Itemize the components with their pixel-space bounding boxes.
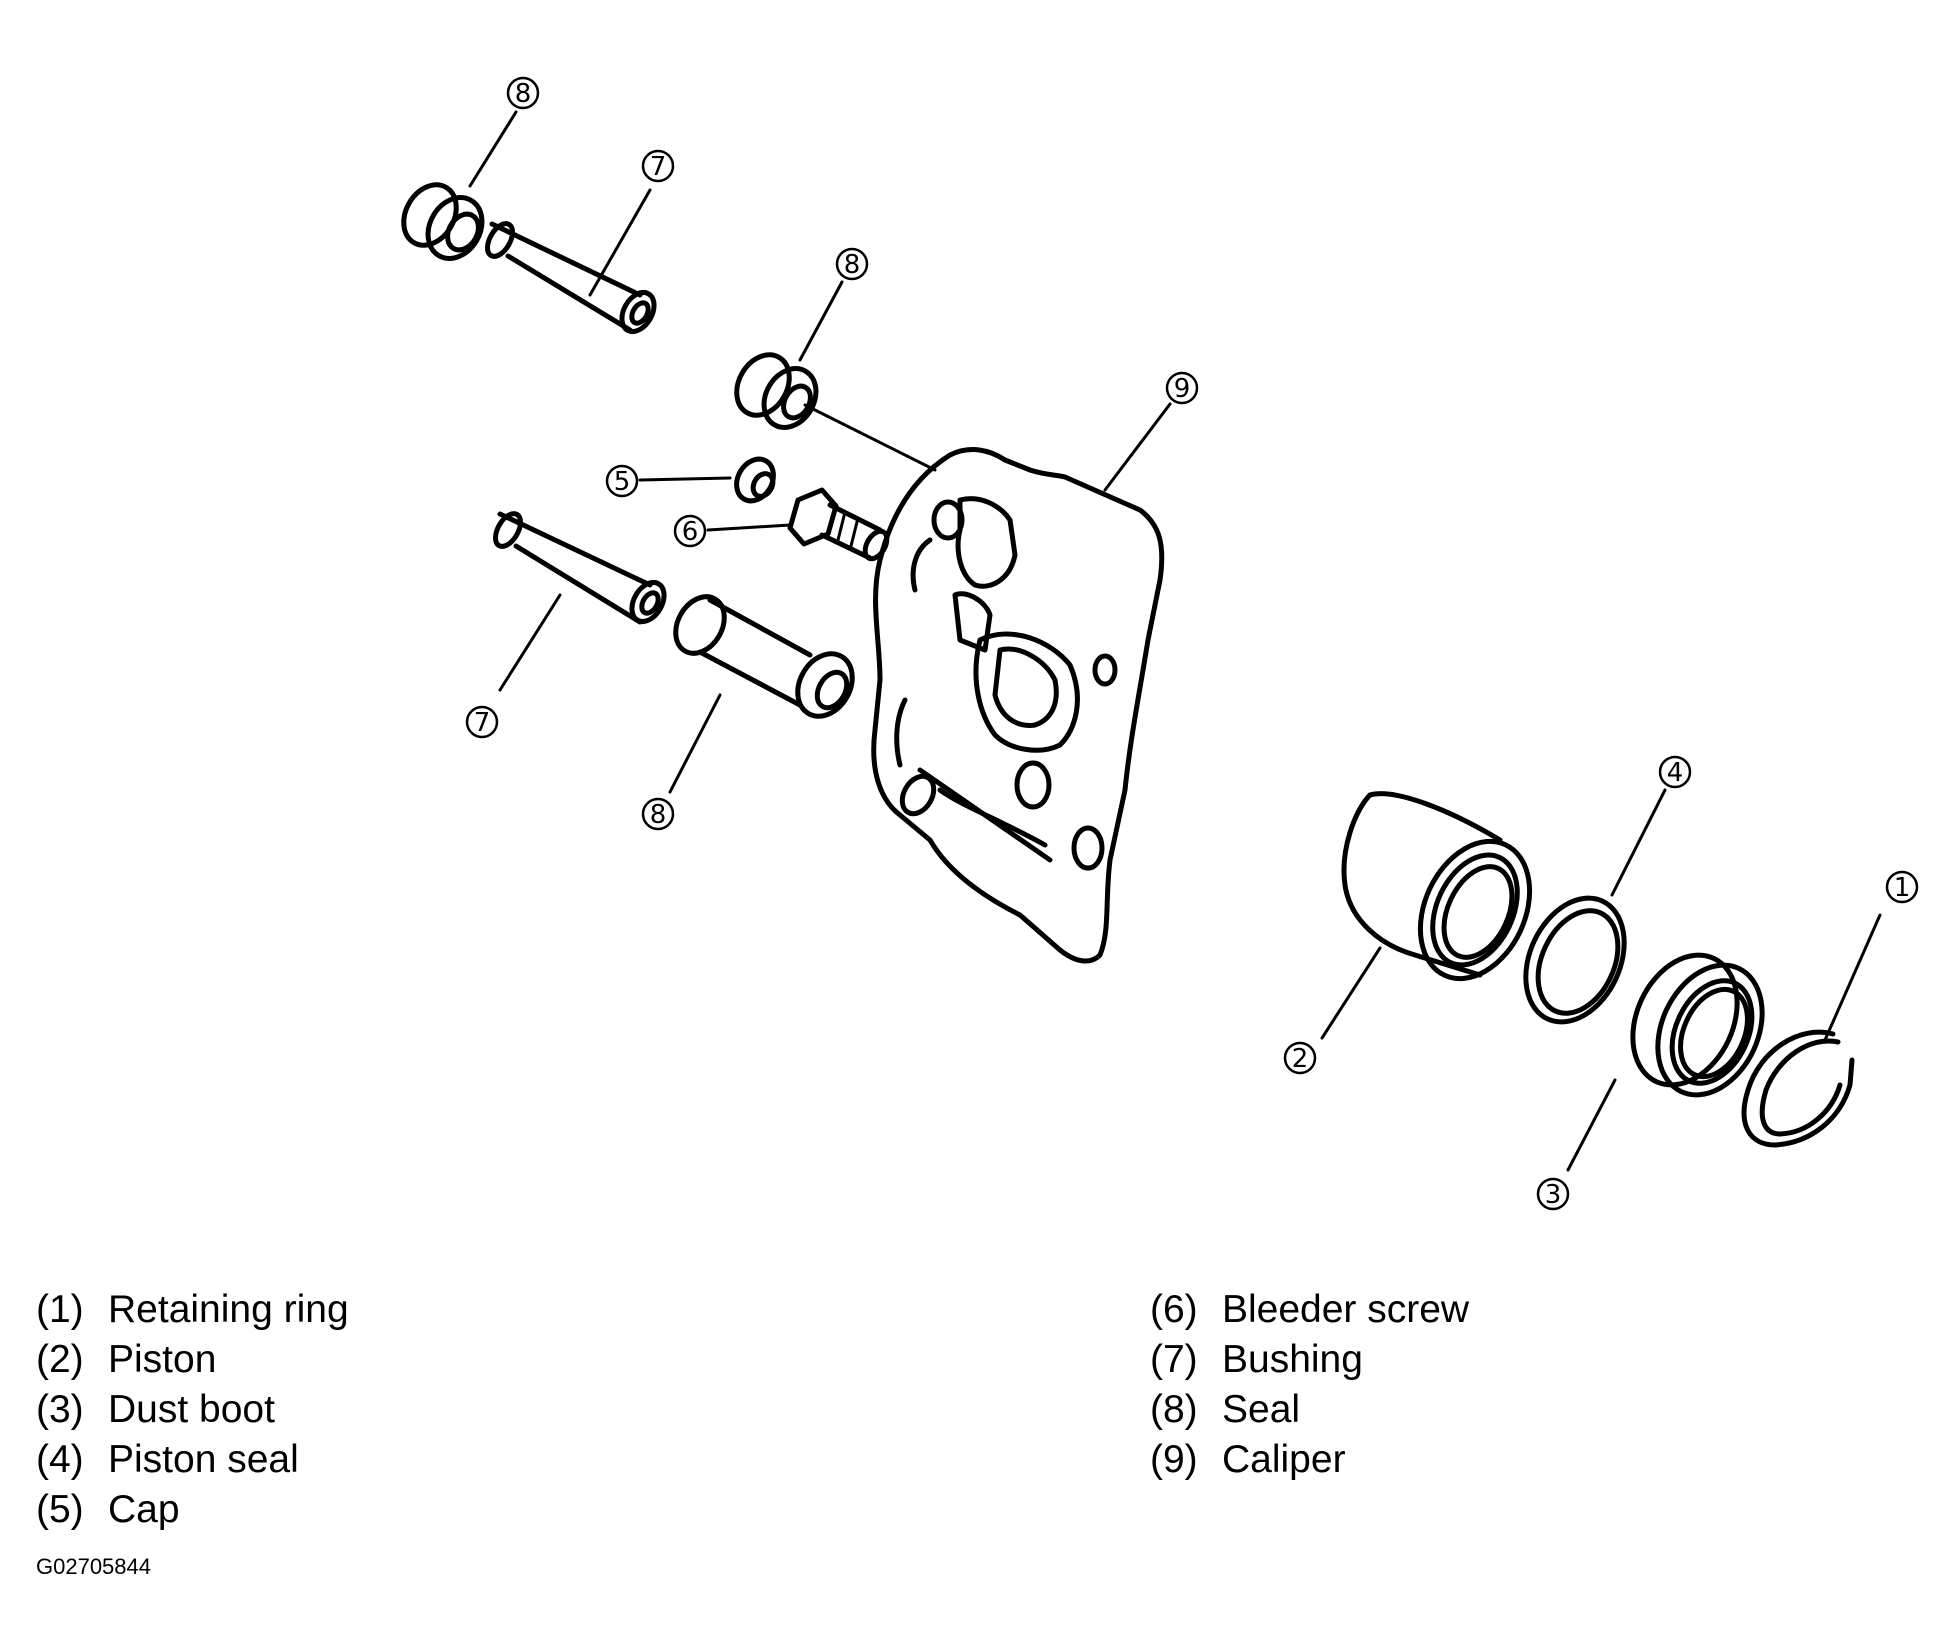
legend-num: (9): [1150, 1438, 1198, 1481]
piston-part: [1341, 791, 1533, 982]
legend-item: (6) Bleeder screw: [1150, 1285, 1469, 1335]
seal-top-part: [401, 182, 485, 261]
legend-item: (2) Piston: [36, 1335, 349, 1385]
callout-circle-bushing-low: [465, 705, 499, 739]
callout-circle-bushing-top: [641, 149, 675, 183]
legend-label: Caliper: [1222, 1438, 1346, 1481]
callout-circle-bleeder: [673, 514, 707, 548]
legend-item: (8) Seal: [1150, 1385, 1469, 1435]
callout-retaining-ring: 1: [1894, 873, 1911, 903]
caliper-exploded-diagram: 8 7 8 9 5 6 7 8 4 1 2 3: [401, 76, 1919, 1211]
legend-num: (8): [1150, 1388, 1198, 1431]
legend-num: (5): [36, 1488, 84, 1531]
legend-left: (1) Retaining ring (2) Piston (3) Dust boot…: [36, 1285, 349, 1535]
callout-circle-piston: [1283, 1041, 1317, 1075]
legend-num: (1): [36, 1288, 84, 1331]
callout-circle-caliper: [1165, 371, 1199, 405]
seal-low-part: [673, 594, 855, 719]
legend-num: (4): [36, 1438, 84, 1481]
callout-circle-retaining-ring: [1885, 870, 1919, 904]
callout-circle-seal-mid: [835, 247, 869, 281]
legend-item: (3) Dust boot: [36, 1385, 349, 1435]
cap-part: [734, 456, 776, 504]
bleeder-screw-part: [787, 487, 890, 562]
legend-right: (6) Bleeder screw (7) Bushing (8) Seal (9) C…: [1150, 1285, 1469, 1485]
retaining-ring-part: [1741, 1029, 1855, 1148]
callout-circle-piston-seal: [1658, 755, 1692, 789]
callout-seal-mid: 8: [844, 250, 861, 280]
legend-num: (2): [36, 1338, 84, 1381]
leader-lines: [468, 110, 1882, 1172]
callout-circle-seal-top: [506, 76, 540, 110]
legend-label: Dust boot: [108, 1388, 275, 1431]
callout-cap: 5: [614, 467, 631, 497]
legend-item: (9) Caliper: [1150, 1435, 1469, 1485]
callout-bleeder: 6: [682, 517, 699, 547]
legend-item: (1) Retaining ring: [36, 1285, 349, 1335]
callout-bushing-low: 7: [474, 708, 491, 738]
legend-label: Bleeder screw: [1222, 1288, 1470, 1331]
legend-item: (7) Bushing: [1150, 1335, 1469, 1385]
callout-piston-seal: 4: [1667, 758, 1684, 788]
dust-boot-part: [1630, 952, 1765, 1098]
callout-piston: 2: [1292, 1044, 1309, 1074]
legend-label: Bushing: [1222, 1338, 1363, 1381]
legend-label: Retaining ring: [108, 1288, 349, 1331]
legend-num: (3): [36, 1388, 84, 1431]
callout-circle-dust-boot: [1536, 1177, 1570, 1211]
callout-circle-cap: [605, 464, 639, 498]
callout-seal-top: 8: [515, 79, 532, 109]
piston-seal-part: [1523, 895, 1627, 1025]
bushing-top-part: [485, 221, 657, 334]
caliper-part: [871, 447, 1165, 964]
bushing-low-part: [493, 511, 667, 625]
figure-id: G02705844: [36, 1554, 151, 1579]
legend-label: Seal: [1222, 1388, 1301, 1431]
callout-bushing-top: 7: [650, 152, 667, 182]
callout-caliper: 9: [1174, 374, 1191, 404]
seal-mid-part: [734, 352, 937, 472]
legend-item: (5) Cap: [36, 1485, 349, 1535]
callout-seal-low: 8: [650, 800, 667, 830]
legend-num: (6): [1150, 1288, 1198, 1331]
callout-dust-boot: 3: [1545, 1180, 1562, 1210]
callout-circle-seal-low: [641, 797, 675, 831]
legend-label: Piston seal: [108, 1438, 299, 1481]
legend-num: (7): [1150, 1338, 1198, 1381]
legend-label: Piston: [108, 1338, 217, 1381]
legend-item: (4) Piston seal: [36, 1435, 349, 1485]
legend-label: Cap: [108, 1488, 180, 1531]
